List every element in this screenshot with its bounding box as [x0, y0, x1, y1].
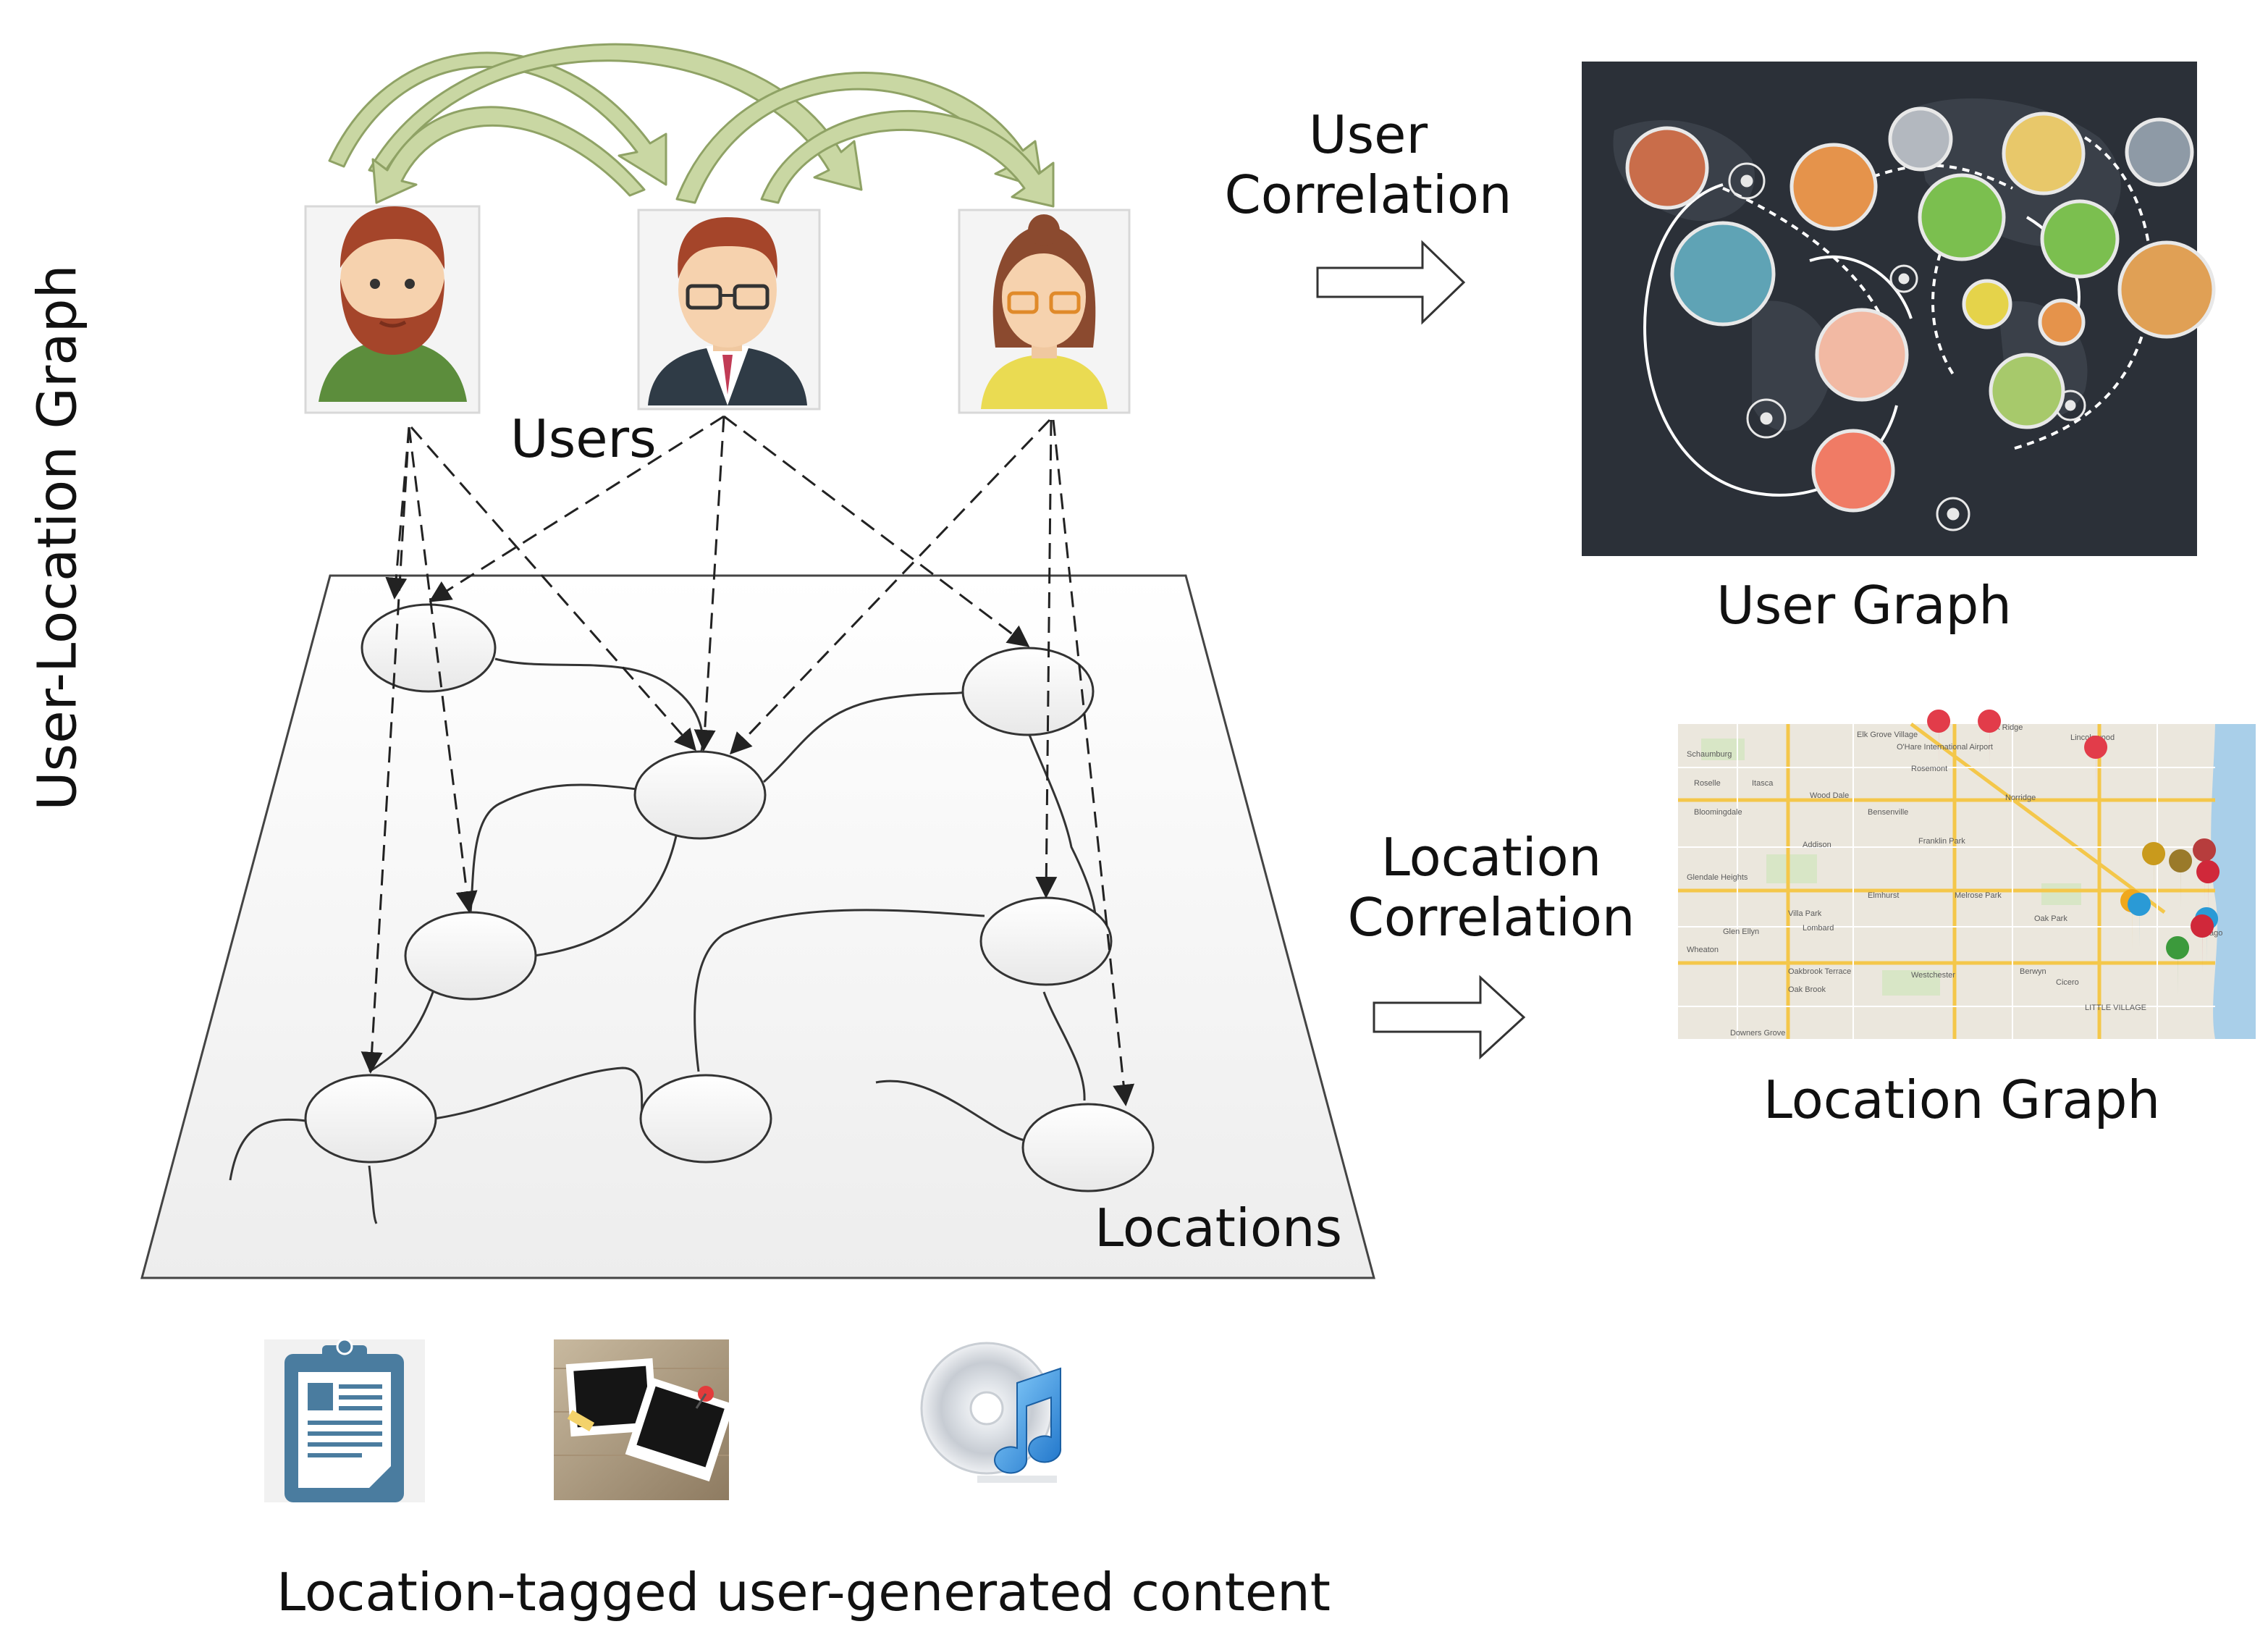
location-node	[639, 1074, 772, 1164]
arc-arrow-1	[328, 51, 667, 186]
location-correlation-arrow-icon	[1373, 975, 1526, 1060]
map-town-label: Wheaton	[1687, 946, 1719, 954]
map-town-label: Bloomingdale	[1694, 808, 1742, 817]
user-avatar-2	[637, 209, 821, 411]
map-pins	[1927, 710, 2220, 996]
location-node	[1021, 1103, 1155, 1192]
content-label: Location-tagged user-generated content	[277, 1562, 1331, 1623]
map-town-label: Melrose Park	[1955, 891, 2002, 900]
map-town-label: Bensenville	[1868, 808, 1908, 817]
location-correlation-line2: Correlation	[1347, 886, 1635, 948]
map-town-label: Glen Ellyn	[1723, 927, 1759, 936]
lake	[2211, 724, 2256, 1039]
arc-arrow-5	[371, 106, 646, 204]
location-correlation-label: Location Correlation	[1310, 828, 1672, 948]
map-town-label: Itasca	[1752, 779, 1774, 788]
map-town-label: Norridge	[2005, 794, 2036, 802]
map-town-label: Schaumburg	[1687, 750, 1732, 759]
user-graph-image	[1582, 62, 2216, 556]
location-node	[961, 647, 1095, 736]
map-town-label: Wood Dale	[1810, 791, 1849, 800]
map-town-label: Cicero	[2056, 978, 2079, 987]
user-correlation-arcs	[328, 43, 1055, 208]
location-node	[404, 911, 537, 1001]
map-town-label: Elk Grove Village	[1857, 731, 1918, 739]
map-town-label: Villa Park	[1788, 909, 1822, 918]
map-town-label: O'Hare International Airport	[1897, 743, 1993, 752]
location-correlation-line1: Location	[1380, 827, 1602, 888]
location-nodes	[304, 603, 1155, 1192]
man-beard-avatar-icon	[319, 206, 467, 402]
clipboard-document-icon	[264, 1338, 425, 1502]
map-town-label: Oak Brook	[1788, 985, 1826, 994]
man-glasses-suit-avatar-icon	[648, 217, 807, 405]
user-avatar-1	[304, 205, 481, 414]
arc-arrow-4	[760, 109, 1055, 208]
side-title: User-Location Graph	[26, 264, 89, 811]
map-town-label: Lombard	[1803, 924, 1834, 933]
user-correlation-line1: User	[1308, 104, 1428, 165]
map-town-label: Westchester	[1911, 971, 1955, 980]
location-node	[979, 896, 1113, 986]
location-node	[633, 750, 767, 840]
map-town-label: Glendale Heights	[1687, 873, 1748, 882]
location-plane	[140, 574, 1375, 1279]
map-town-label: Oakbrook Terrace	[1788, 967, 1851, 976]
arc-arrow-2	[368, 43, 863, 191]
user-correlation-arrow-icon	[1316, 240, 1466, 325]
map-town-label: LITTLE VILLAGE	[2085, 1004, 2146, 1012]
map-town-label: Berwyn	[2020, 967, 2046, 976]
location-node	[304, 1074, 437, 1164]
map-town-label: Oak Park	[2034, 914, 2067, 923]
music-cd-icon	[920, 1342, 1062, 1483]
photo-frames-icon	[554, 1339, 735, 1500]
location-node	[361, 603, 497, 693]
user-graph-avatars	[1625, 106, 2216, 513]
user-location-edges	[361, 415, 1135, 1106]
locations-label: Locations	[1095, 1198, 1343, 1258]
user-correlation-line2: Correlation	[1224, 164, 1512, 225]
map-town-label: Elmhurst	[1868, 891, 1899, 900]
location-graph-label: Location Graph	[1763, 1069, 2161, 1130]
user-correlation-label: User Correlation	[1187, 105, 1549, 225]
users-label: Users	[510, 408, 657, 469]
map-town-label: Roselle	[1694, 779, 1721, 788]
map-town-label: Addison	[1803, 841, 1831, 849]
map-town-label: Franklin Park	[1918, 837, 1965, 846]
map-town-label: Rosemont	[1911, 765, 1947, 773]
user-graph-label: User Graph	[1716, 575, 2012, 636]
woman-glasses-avatar-icon	[981, 214, 1108, 409]
user-avatar-3	[958, 209, 1131, 414]
map-town-label: Downers Grove	[1730, 1029, 1785, 1038]
arc-arrow-3	[675, 72, 1044, 204]
